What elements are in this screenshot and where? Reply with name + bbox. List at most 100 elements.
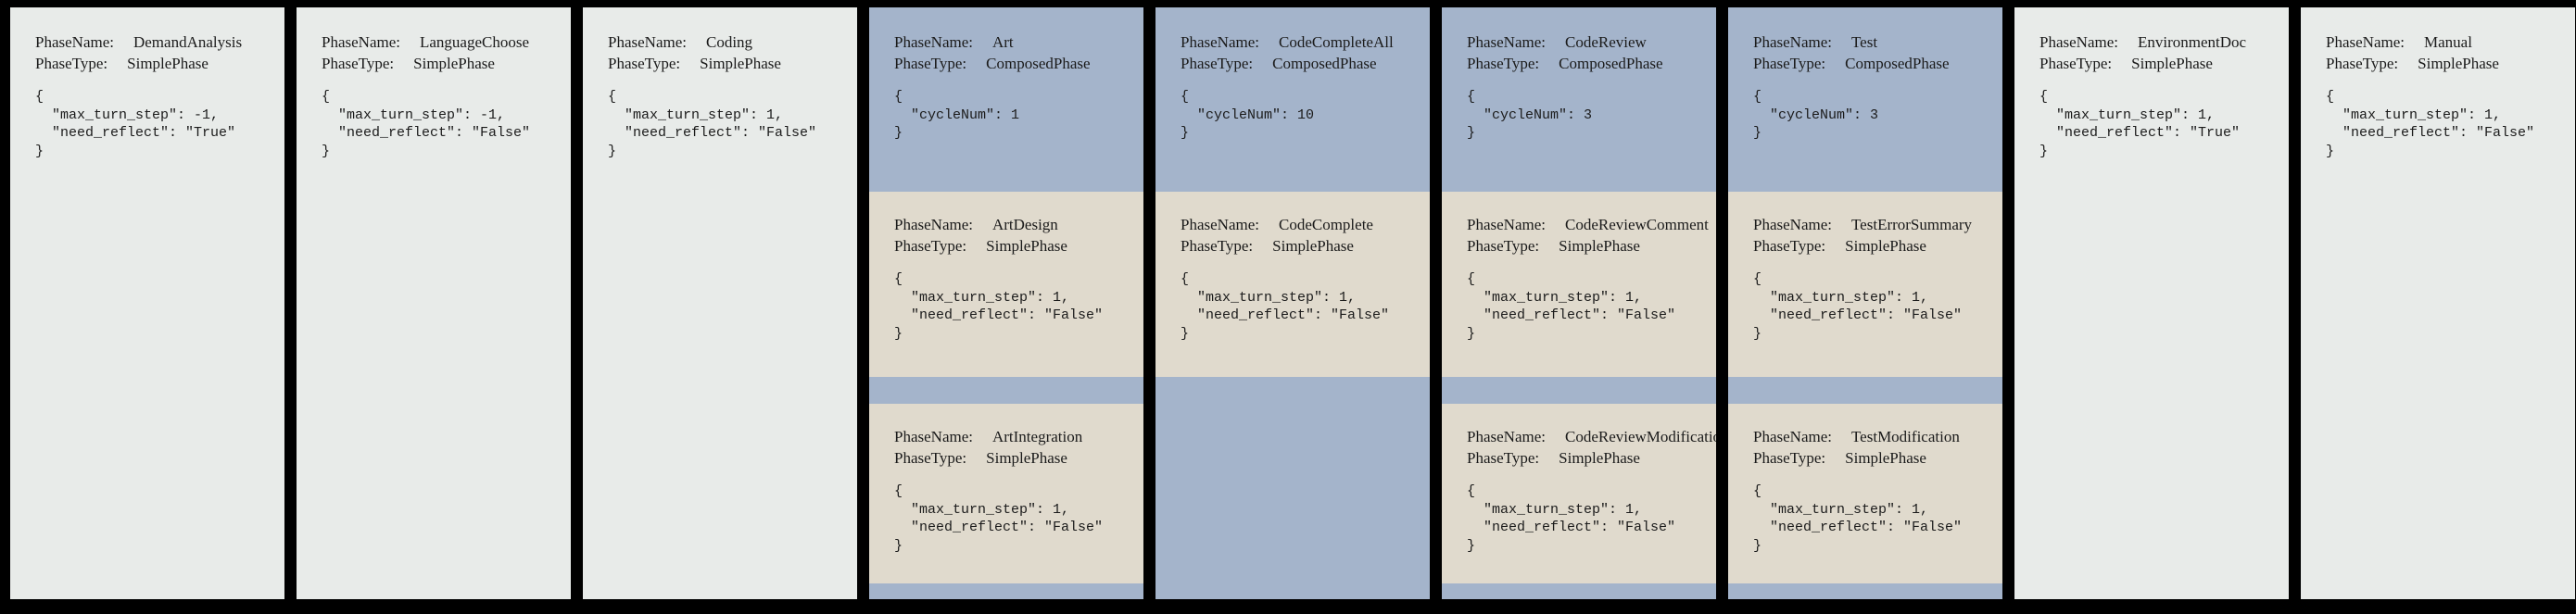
phase-type-label: PhaseType: [322, 55, 395, 72]
config-line: { [894, 483, 903, 499]
phase-type-row: PhaseType:SimplePhase [322, 53, 563, 74]
config-line: { [894, 271, 903, 287]
phase-name-value: DemandAnalysis [133, 33, 243, 51]
config-line: { [322, 89, 331, 105]
phase-config-json: { "max_turn_step": 1, "need_reflect": "T… [2039, 88, 2281, 160]
config-line: "max_turn_step": 1, [1467, 289, 1643, 306]
config-line: "need_reflect": "False" [1467, 307, 1676, 323]
config-line: "cycleNum": 3 [1753, 107, 1879, 123]
phase-name-row: PhaseName:Coding [608, 31, 850, 53]
phase-type-value: SimplePhase [700, 55, 781, 72]
phase-name-label: PhaseName: [1467, 33, 1546, 51]
phase-name-label: PhaseName: [894, 33, 973, 51]
phase-type-value: ComposedPhase [1272, 55, 1377, 72]
phase-type-value: SimplePhase [1845, 237, 1926, 255]
config-line: } [1753, 125, 1762, 141]
config-line: "max_turn_step": 1, [894, 289, 1070, 306]
config-line: "need_reflect": "False" [322, 125, 531, 141]
phase-type-label: PhaseType: [894, 237, 967, 255]
phase-name-label: PhaseName: [1467, 428, 1546, 445]
phase-type-row: PhaseType:SimplePhase [1467, 235, 1709, 257]
config-line: "max_turn_step": 1, [2039, 107, 2216, 123]
phase-name-value: CodeReviewModification [1564, 428, 1716, 445]
config-line: } [894, 125, 903, 141]
phase-name-value: Manual [2423, 33, 2472, 51]
phase-config-json: { "max_turn_step": 1, "need_reflect": "F… [1467, 270, 1709, 343]
config-line: { [608, 89, 617, 105]
phase-config-json: { "max_turn_step": 1, "need_reflect": "F… [1753, 270, 1995, 343]
config-line: } [894, 325, 903, 342]
phase-name-row: PhaseName:LanguageChoose [322, 31, 563, 53]
config-line: "need_reflect": "False" [1753, 307, 1963, 323]
config-line: "max_turn_step": 1, [894, 501, 1070, 518]
phase-type-label: PhaseType: [894, 449, 967, 467]
config-line: "need_reflect": "True" [35, 125, 236, 141]
phase-config-json: { "max_turn_step": -1, "need_reflect": "… [35, 88, 277, 160]
phase-name-value: CodeReviewComment [1564, 216, 1709, 233]
phase-name-label: PhaseName: [894, 216, 973, 233]
phase-type-label: PhaseType: [608, 55, 681, 72]
config-line: "cycleNum": 10 [1181, 107, 1315, 123]
phase-type-label: PhaseType: [2326, 55, 2399, 72]
phase-name-value: CodeComplete [1278, 216, 1373, 233]
phase-config-json: { "max_turn_step": 1, "need_reflect": "F… [894, 482, 1136, 555]
phase-name-row: PhaseName: CodeReviewModification [1467, 426, 1716, 447]
phase-type-row: PhaseType:ComposedPhase [1181, 53, 1422, 74]
config-line: } [2326, 143, 2335, 159]
phase-type-row: PhaseType:SimplePhase [35, 53, 277, 74]
config-line: "max_turn_step": 1, [1753, 289, 1929, 306]
phase-name-row: PhaseName:EnvironmentDoc [2039, 31, 2281, 53]
phase-type-row: PhaseType:ComposedPhase [1467, 53, 1709, 74]
phase-name-label: PhaseName: [1181, 216, 1259, 233]
phase-type-value: ComposedPhase [986, 55, 1091, 72]
config-line: { [1467, 271, 1476, 287]
phase-name-value: Coding [705, 33, 753, 51]
phase-type-value: SimplePhase [1559, 449, 1640, 467]
phase-name-label: PhaseName: [1753, 33, 1832, 51]
config-line: "need_reflect": "False" [1467, 520, 1676, 535]
phase-name-row: PhaseName:TestModification [1753, 426, 1995, 447]
config-line: { [2039, 89, 2049, 105]
phase-type-label: PhaseType: [894, 55, 967, 72]
config-line: "max_turn_step": 1, [1181, 289, 1357, 306]
config-line: { [35, 89, 44, 105]
phase-name-row: PhaseName:Test [1753, 31, 1995, 53]
phase-type-row: PhaseType:SimplePhase [2039, 53, 2281, 74]
config-line: "max_turn_step": 1, [2326, 107, 2502, 123]
phase-name-row: PhaseName:CodeCompleteAll [1181, 31, 1422, 53]
phase-name-value: CodeReview [1564, 33, 1647, 51]
phase-type-label: PhaseType: [1753, 237, 1826, 255]
phase-type-row: PhaseType:SimplePhase [1467, 447, 1709, 469]
config-line: { [1181, 271, 1190, 287]
config-line: } [1753, 537, 1762, 554]
phase-name-label: PhaseName: [35, 33, 114, 51]
config-line: { [1467, 89, 1476, 105]
phase-config-json: { "cycleNum": 3} [1753, 88, 1995, 143]
phase-type-row: PhaseType: SimplePhase [608, 53, 850, 74]
config-line: "need_reflect": "False" [894, 307, 1104, 323]
config-line: "max_turn_step": -1, [35, 107, 220, 123]
phase-name-label: PhaseName: [1753, 216, 1832, 233]
phase-config-json: { "max_turn_step": 1, "need_reflect": "F… [1181, 270, 1422, 343]
config-line: "max_turn_step": -1, [322, 107, 506, 123]
phase-config-json: { "max_turn_step": -1, "need_reflect": "… [322, 88, 563, 160]
config-line: } [2039, 143, 2049, 159]
phase-name-value: CodeCompleteAll [1278, 33, 1394, 51]
phase-config-json: { "cycleNum": 10} [1181, 88, 1422, 143]
config-line: "max_turn_step": 1, [1753, 501, 1929, 518]
phase-type-value: SimplePhase [127, 55, 208, 72]
phase-type-value: SimplePhase [986, 237, 1067, 255]
phase-type-row: PhaseType: SimplePhase [894, 235, 1136, 257]
